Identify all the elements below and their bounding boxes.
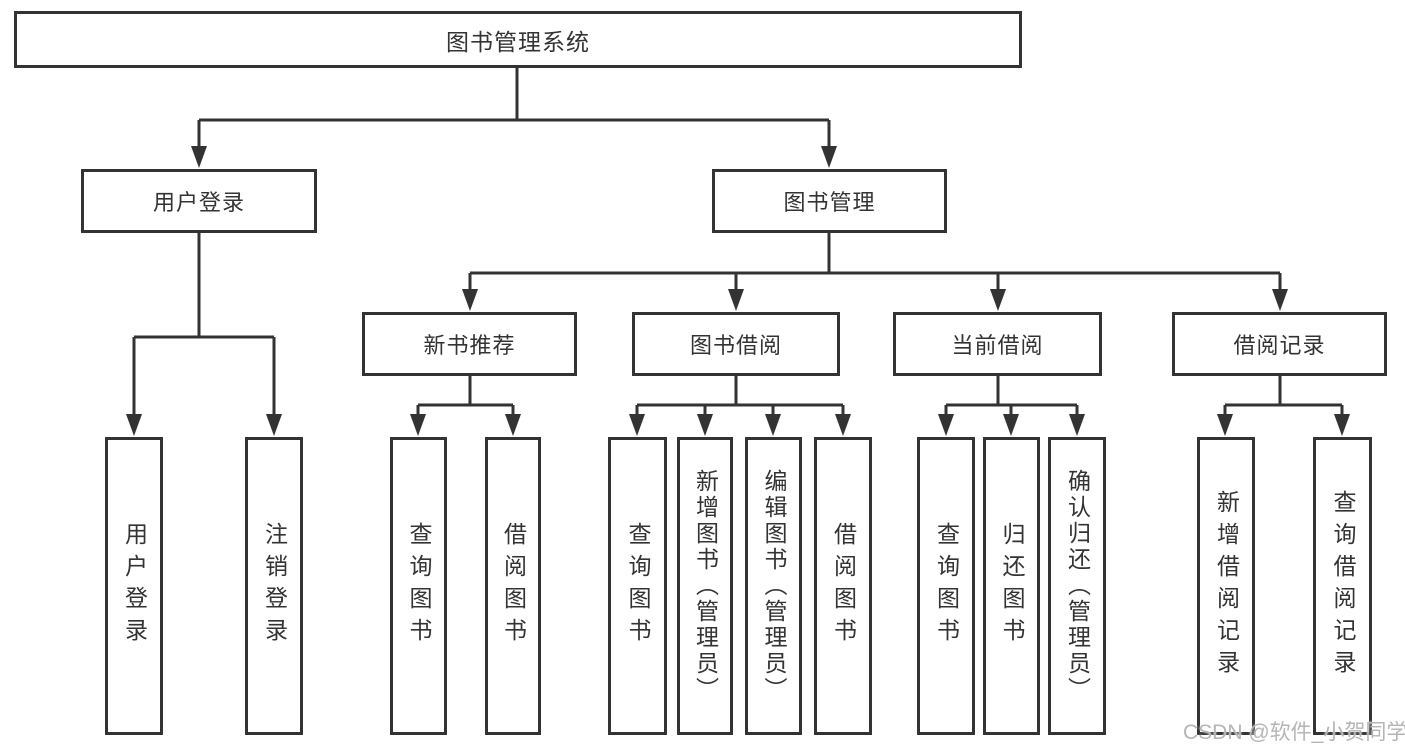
node-label: 图书借阅 bbox=[689, 333, 782, 358]
node-new-book-recommend: 新书推荐 bbox=[362, 312, 577, 376]
connector-book-mgmt-to-level3 bbox=[468, 233, 1282, 299]
arrow-down-icon bbox=[821, 146, 837, 168]
connector-current-borrow-to-leaves bbox=[944, 376, 1079, 424]
leaf-query-book: 查询图书 bbox=[608, 437, 667, 735]
leaf-add-borrow-record: 新增借阅记录 bbox=[1197, 437, 1255, 735]
node-label: 编辑图书（管理员） bbox=[761, 469, 787, 703]
arrow-down-icon bbox=[629, 414, 645, 436]
connector-user-login-to-leaves bbox=[132, 233, 276, 424]
leaf-borrow-book: 借阅图书 bbox=[814, 437, 872, 735]
arrow-down-icon bbox=[505, 414, 521, 436]
node-borrow-record: 借阅记录 bbox=[1172, 312, 1387, 376]
node-label: 确认归还（管理员） bbox=[1064, 469, 1091, 703]
node-user-login: 用户登录 bbox=[81, 169, 317, 233]
arrow-down-icon bbox=[191, 146, 207, 168]
arrow-down-icon bbox=[1272, 289, 1288, 311]
connector-book-borrow-to-leaves bbox=[635, 376, 845, 424]
arrow-down-icon bbox=[938, 414, 954, 436]
node-book-management: 图书管理 bbox=[712, 169, 947, 233]
node-label: 查询图书 bbox=[406, 522, 432, 650]
node-label: 查询图书 bbox=[625, 522, 651, 650]
csdn-watermark: CSDN @软件_小贺同学 bbox=[1183, 721, 1405, 744]
leaf-return-book: 归还图书 bbox=[983, 437, 1040, 735]
arrow-down-icon bbox=[410, 414, 426, 436]
leaf-query-borrow-record: 查询借阅记录 bbox=[1313, 437, 1372, 735]
connector-root-to-level2 bbox=[197, 68, 831, 152]
leaf-borrow-book: 借阅图书 bbox=[485, 437, 541, 735]
node-label: 新增借阅记录 bbox=[1213, 490, 1240, 682]
node-label: 查询图书 bbox=[933, 522, 960, 650]
arrow-down-icon bbox=[126, 414, 142, 436]
leaf-query-book: 查询图书 bbox=[390, 437, 447, 735]
node-root-system: 图书管理系统 bbox=[14, 11, 1022, 68]
node-label: 用户登录 bbox=[152, 190, 245, 215]
arrow-down-icon bbox=[990, 289, 1006, 311]
node-label: 新增图书（管理员） bbox=[692, 469, 719, 703]
arrow-down-icon bbox=[1217, 414, 1233, 436]
leaf-user-login: 用户登录 bbox=[105, 437, 163, 735]
arrow-down-icon bbox=[1334, 414, 1350, 436]
node-label: 借阅图书 bbox=[830, 522, 857, 650]
node-label: 注销登录 bbox=[261, 522, 288, 650]
connector-borrow-record-to-leaves bbox=[1223, 376, 1344, 424]
leaf-query-book: 查询图书 bbox=[917, 437, 975, 735]
arrow-down-icon bbox=[765, 414, 781, 436]
leaf-logout: 注销登录 bbox=[245, 437, 303, 735]
leaf-edit-book-admin: 编辑图书（管理员） bbox=[745, 437, 802, 735]
arrow-down-icon bbox=[462, 289, 478, 311]
node-label: 新书推荐 bbox=[423, 333, 516, 358]
node-book-borrow: 图书借阅 bbox=[632, 312, 840, 376]
node-current-borrow: 当前借阅 bbox=[893, 312, 1102, 376]
connector-new-book-to-leaves bbox=[416, 376, 515, 424]
arrow-down-icon bbox=[835, 414, 851, 436]
node-label: 当前借阅 bbox=[951, 333, 1044, 358]
leaf-confirm-return-admin: 确认归还（管理员） bbox=[1048, 437, 1106, 735]
arrow-down-icon bbox=[1003, 414, 1019, 436]
node-label: 图书管理 bbox=[783, 190, 876, 215]
node-label: 借阅图书 bbox=[500, 522, 527, 650]
node-label: 借阅记录 bbox=[1233, 333, 1326, 358]
node-label: 查询借阅记录 bbox=[1330, 490, 1356, 682]
arrow-down-icon bbox=[728, 289, 744, 311]
leaf-add-book-admin: 新增图书（管理员） bbox=[677, 437, 733, 735]
node-label: 图书管理系统 bbox=[446, 28, 590, 55]
arrow-down-icon bbox=[266, 414, 282, 436]
node-label: 归还图书 bbox=[999, 522, 1025, 650]
arrow-down-icon bbox=[697, 414, 713, 436]
arrow-down-icon bbox=[1069, 414, 1085, 436]
node-label: 用户登录 bbox=[121, 522, 148, 650]
